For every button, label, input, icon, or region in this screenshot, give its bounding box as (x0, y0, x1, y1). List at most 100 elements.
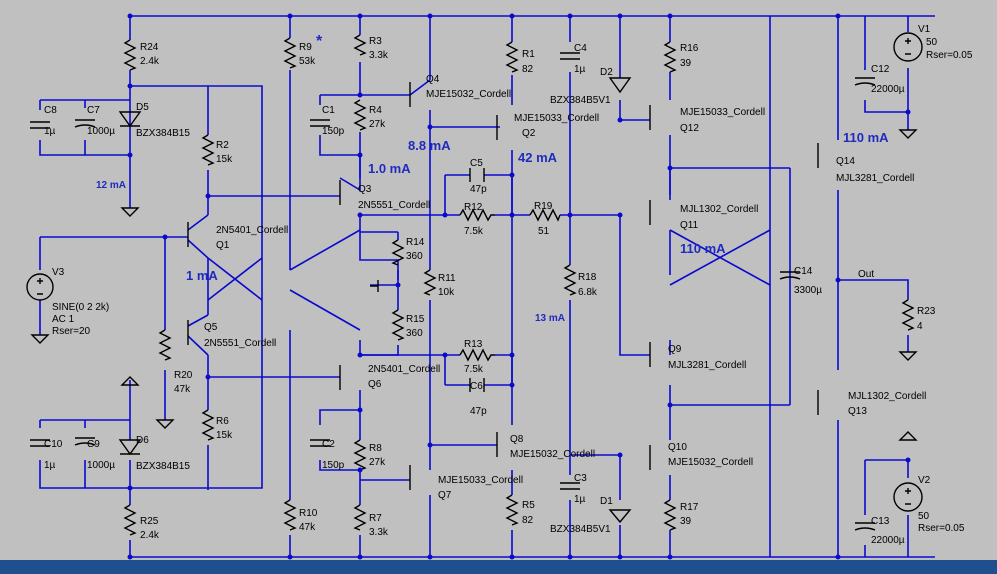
label-c4-name: C4 (574, 43, 587, 54)
label-c9-name: C9 (87, 439, 100, 450)
component-symbols (26, 13, 923, 560)
label-q1-name: Q1 (216, 240, 230, 251)
label-r12-name: R12 (464, 202, 483, 213)
voltage-source-icon (26, 32, 923, 512)
label-r7-name: R7 (369, 513, 382, 524)
label-r24-value: 2.4k (140, 56, 160, 67)
label-c13-value: 22000µ (871, 535, 905, 546)
label-v3-line3: Rser=20 (52, 326, 91, 337)
label-c1-name: C1 (322, 105, 335, 116)
label-r8-name: R8 (369, 443, 382, 454)
label-r11-name: R11 (438, 273, 456, 284)
transistor-icon (187, 82, 819, 490)
label-q7-name: Q7 (438, 490, 452, 501)
label-r25-name: R25 (140, 516, 159, 527)
label-r20-value: 47k (174, 384, 191, 395)
label-c3-value: 1µ (574, 494, 586, 505)
label-q5-value: 2N5551_Cordell (204, 338, 276, 349)
label-c9-value: 1000µ (87, 460, 115, 471)
label-v3-name: V3 (52, 267, 65, 278)
label-q8-value: MJE15032_Cordell (510, 449, 595, 460)
annotation-12ma: 12 mA (96, 180, 126, 191)
label-d5-value: BZX384B15 (136, 128, 190, 139)
label-q2-value: MJE15033_Cordell (514, 113, 599, 124)
annotation-8-8ma: 8.8 mA (408, 138, 451, 153)
label-d2-name: D2 (600, 67, 613, 78)
label-c5-name: C5 (470, 158, 483, 169)
label-r14-value: 360 (406, 251, 423, 262)
label-c10-name: C10 (44, 439, 63, 450)
label-q13-name: Q13 (848, 406, 867, 417)
annotation-110ma-q14: 110 mA (843, 130, 889, 145)
label-r5-name: R5 (522, 500, 535, 511)
label-r18-name: R18 (578, 272, 597, 283)
label-r17-name: R17 (680, 502, 699, 513)
capacitor-icon (30, 52, 876, 531)
label-v2-rser: Rser=0.05 (918, 523, 965, 534)
label-r6-value: 15k (216, 430, 233, 441)
annotation-star: * (316, 33, 323, 50)
annotation-1-0ma: 1.0 mA (368, 161, 411, 176)
label-r5-value: 82 (522, 515, 534, 526)
label-q8-name: Q8 (510, 434, 524, 445)
label-r18-value: 6.8k (578, 287, 598, 298)
label-q14-value: MJL3281_Cordell (836, 173, 914, 184)
label-c7-name: C7 (87, 105, 100, 116)
label-r9-value: 53k (299, 56, 316, 67)
label-c6-name: C6 (470, 381, 483, 392)
label-v1-value: 50 (926, 37, 938, 48)
label-out: Out (858, 269, 874, 280)
label-v3-line2: AC 1 (52, 314, 75, 325)
label-q1-value: 2N5401_Cordell (216, 225, 288, 236)
label-r10-value: 47k (299, 522, 316, 533)
label-r10-name: R10 (299, 508, 318, 519)
label-c12-name: C12 (871, 64, 890, 75)
label-r3-value: 3.3k (369, 50, 389, 61)
label-r13-value: 7.5k (464, 364, 484, 375)
label-r1-value: 82 (522, 64, 534, 75)
label-r15-name: R15 (406, 314, 425, 325)
label-c1-value: 150p (322, 126, 345, 137)
label-q9-value: MJL3281_Cordell (668, 360, 746, 371)
label-q13-value: MJL1302_Cordell (848, 391, 926, 402)
label-r2-value: 15k (216, 154, 233, 165)
label-r24-name: R24 (140, 42, 159, 53)
label-q6-name: Q6 (368, 379, 382, 390)
label-r3-name: R3 (369, 36, 382, 47)
label-q4-name: Q4 (426, 74, 440, 85)
label-c3-name: C3 (574, 473, 587, 484)
label-q3-name: Q3 (358, 184, 372, 195)
label-r2-name: R2 (216, 140, 229, 151)
label-c5-value: 47p (470, 184, 487, 195)
label-c13-name: C13 (871, 516, 890, 527)
label-c10-value: 1µ (44, 460, 56, 471)
label-c14-value: 3300µ (794, 285, 822, 296)
label-r8-value: 27k (369, 457, 386, 468)
label-q10-name: Q10 (668, 442, 687, 453)
label-r25-value: 2.4k (140, 530, 160, 541)
label-v2-value: 50 (918, 511, 930, 522)
label-c8-name: C8 (44, 105, 57, 116)
label-r19-name: R19 (534, 201, 553, 212)
label-r7-value: 3.3k (369, 527, 389, 538)
label-q12-value: MJE15033_Cordell (680, 107, 765, 118)
label-r15-value: 360 (406, 328, 423, 339)
label-r12-value: 7.5k (464, 226, 484, 237)
label-r11-value: 10k (438, 287, 455, 298)
label-d5-name: D5 (136, 102, 149, 113)
label-r19-value: 51 (538, 226, 550, 237)
label-c8-value: 1µ (44, 126, 56, 137)
label-q11-name: Q11 (680, 220, 699, 231)
label-r14-name: R14 (406, 237, 425, 248)
label-c2-value: 150p (322, 460, 345, 471)
label-d6-value: BZX384B15 (136, 461, 190, 472)
zener-diode-icon (118, 77, 632, 524)
label-c6-value: 47p (470, 406, 487, 417)
label-r1-name: R1 (522, 49, 535, 60)
label-c2-name: C2 (322, 439, 335, 450)
label-q3-value: 2N5551_Cordell (358, 200, 430, 211)
label-d2-value: BZX384B5V1 (550, 95, 611, 106)
label-v3-line1: SINE(0 2 2k) (52, 302, 109, 313)
